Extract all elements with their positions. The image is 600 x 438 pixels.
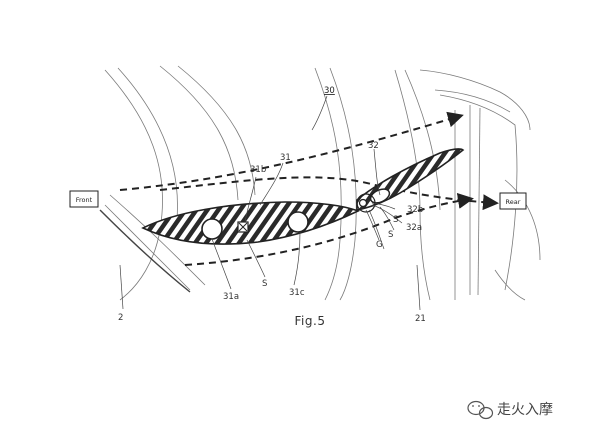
bodywork-lines — [104, 65, 541, 301]
deflector-31 — [141, 201, 361, 245]
label-31a: 31a — [223, 292, 239, 302]
label-31b: 31b — [250, 165, 266, 175]
watermark-text: 走火入摩 — [497, 401, 553, 418]
figure-caption: Fig.5 — [295, 314, 326, 328]
assembly-ref-30: 30 — [324, 86, 335, 96]
frame-edge — [99, 209, 191, 293]
label-G: G — [376, 240, 383, 250]
label-32a: 32a — [406, 223, 422, 233]
airflow-arrows — [119, 111, 499, 266]
label-S2: S — [388, 230, 393, 240]
label-32: 32 — [368, 141, 379, 151]
rear-label: Rear — [506, 198, 521, 206]
label-31c: 31c — [289, 288, 305, 298]
watermark: 走火入摩 — [467, 400, 553, 420]
label-S3: S — [393, 215, 398, 225]
deflector-32 — [356, 148, 465, 213]
label-31: 31 — [280, 153, 291, 163]
gap-point-outer — [356, 193, 376, 213]
deflector-32-pivot — [369, 188, 391, 204]
front-box: Front — [69, 190, 99, 208]
fastener-right — [287, 211, 309, 233]
deflector-31-body — [141, 201, 361, 245]
label-2: 2 — [118, 313, 123, 323]
rear-box: Rear — [499, 192, 527, 210]
label-32b: 32b — [407, 205, 423, 215]
reference-numerals: 30 31 31b 31a S 31c 32 32b 32a S S G 2 2… — [118, 86, 426, 324]
wechat-icon — [467, 400, 494, 420]
gap-point — [358, 198, 368, 208]
label-S1: S — [262, 279, 267, 289]
label-21: 21 — [415, 314, 426, 324]
front-label: Front — [76, 196, 93, 204]
mount-bracket — [237, 221, 249, 233]
fastener-left — [201, 218, 223, 240]
leader-lines — [119, 95, 421, 311]
